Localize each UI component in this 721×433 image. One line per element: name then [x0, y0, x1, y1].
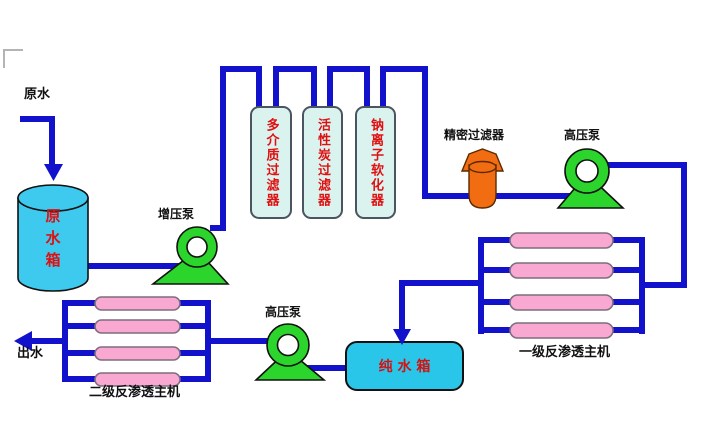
pipe-tank-to-booster [86, 263, 182, 269]
pipe-hp2-to-ro2 [208, 338, 272, 344]
pipe-top-4 [380, 66, 428, 72]
softener-label: 钠离子软化器 [368, 117, 383, 208]
carbon-filter-label: 活性炭过滤器 [315, 117, 330, 208]
ro1-right-manifold [639, 237, 645, 334]
precision-filter-label: 精密过滤器 [444, 128, 505, 142]
pipe-col2-in [311, 66, 317, 111]
ro-stage2-tubes [94, 296, 181, 387]
ro-tube [94, 346, 181, 361]
water-out-label: 出水 [17, 346, 44, 361]
carbon-filter-column [302, 106, 343, 219]
ro-tube [94, 372, 181, 387]
pipe-far-right-drop [681, 162, 687, 288]
raw-water-tank [17, 184, 89, 292]
page-corner-mark [3, 49, 23, 68]
pipe-ro1-inlet [645, 282, 687, 288]
pipe-col1-in [256, 66, 262, 111]
pipe-network [20, 66, 687, 382]
ro-tube [509, 322, 614, 339]
ro-stage1-label: 一级反渗透主机 [519, 345, 611, 360]
pipe-booster-riser [220, 68, 226, 231]
pipe-col3-in [364, 66, 370, 111]
raw-water-label: 原水 [24, 87, 51, 102]
pipe-to-pure-tank [399, 280, 405, 332]
arrow-into-raw-tank [44, 164, 63, 181]
ro-tube [509, 294, 614, 311]
ro-stage2-label: 二级反渗透主机 [89, 385, 181, 400]
flow-arrows [14, 164, 411, 351]
booster-pump-label: 增压泵 [158, 207, 195, 221]
high-pressure-pump-2-shape [253, 323, 327, 381]
pipe-top-3 [327, 66, 370, 72]
pipe-to-precision-filter [422, 193, 577, 199]
pure-water-tank [345, 341, 464, 391]
ro-stage1-tubes [509, 232, 614, 339]
pipe-inlet-horizontal [20, 116, 53, 122]
ro2-right-manifold [205, 300, 211, 382]
pipe-hp1-out [600, 162, 687, 168]
pipe-col2-out [327, 66, 333, 111]
pipe-top-1 [220, 66, 262, 72]
multimedia-filter-label: 多介质过滤器 [263, 117, 279, 208]
multimedia-filter-column [250, 106, 292, 219]
high-pressure-pump-1-label: 高压泵 [564, 128, 601, 142]
precision-filter-vessel [460, 148, 505, 209]
pipe-ro1-outlet [402, 280, 484, 286]
pipe-col3-out [380, 66, 386, 111]
pipe-top-2 [273, 66, 317, 72]
ro-tube [94, 319, 181, 334]
ro-tube [94, 296, 181, 311]
pure-water-tank-label: 纯 水 箱 [378, 359, 431, 375]
pipe-inlet-vertical [49, 116, 55, 168]
high-pressure-pump-2-label: 高压泵 [265, 305, 302, 319]
high-pressure-pump-1-shape [556, 148, 626, 209]
pipe-outlet [28, 338, 66, 344]
pipe-booster-elbow [210, 225, 226, 231]
ro-tube [509, 262, 614, 279]
booster-pump-shape [150, 226, 230, 285]
filter-columns [250, 106, 396, 219]
pipe-right-drop [422, 66, 428, 199]
pipe-col1-out [273, 66, 279, 111]
softener-column [355, 106, 396, 219]
raw-water-tank-label: 原水箱 [43, 208, 62, 274]
pipe-pure-tank-to-hp2 [306, 365, 348, 371]
arrow-water-out [14, 331, 32, 351]
ro-tube [509, 232, 614, 249]
arrow-into-pure-tank [393, 329, 411, 345]
